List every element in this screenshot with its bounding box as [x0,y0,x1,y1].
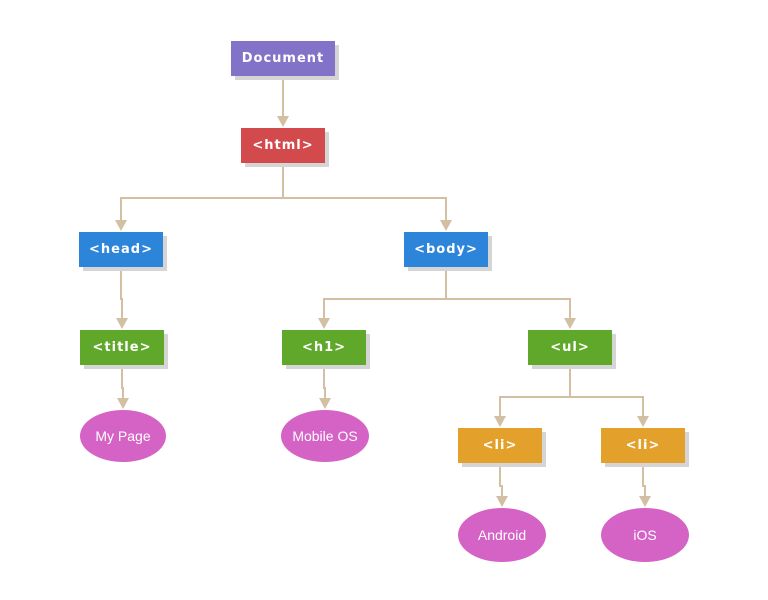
edge-body-h1 [323,267,447,318]
head-node: <head> [79,232,163,267]
text-node-android: Android [458,508,546,562]
li-node-1: <li> [458,428,542,463]
edge-title-mypage [121,365,124,398]
li-node-2: <li> [601,428,685,463]
text-node-ios: iOS [601,508,689,562]
edge-h1-mobile [323,365,326,398]
edge-ul-li2 [569,365,644,416]
title-node: <title> [80,330,164,365]
body-node: <body> [404,232,488,267]
arrowhead-ul-li2 [637,416,649,427]
html-node: <html> [241,128,325,163]
edge-body-ul [445,267,571,318]
edge-html-head [120,163,284,220]
arrowhead-li2-ios [639,496,651,507]
arrowhead-li1-android [496,496,508,507]
ul-node: <ul> [528,330,612,365]
arrowhead-body-h1 [318,318,330,329]
h1-node: <h1> [282,330,366,365]
arrowhead-body-ul [564,318,576,329]
arrowhead-ul-li1 [494,416,506,427]
arrowhead-head-title [116,318,128,329]
arrowhead-html-head [115,220,127,231]
edge-html-body [282,163,447,220]
edge-li1-android [499,463,503,496]
document-node: Document [231,41,335,76]
edge-head-title [120,267,123,318]
arrowhead-h1-mobile [319,398,331,409]
arrowhead-title-mypage [117,398,129,409]
arrowhead-document-html [277,116,289,127]
text-node-my-page: My Page [80,410,166,462]
arrowhead-html-body [440,220,452,231]
edge-ul-li1 [499,365,571,416]
edge-li2-ios [642,463,646,496]
text-node-mobile-os: Mobile OS [281,410,369,462]
